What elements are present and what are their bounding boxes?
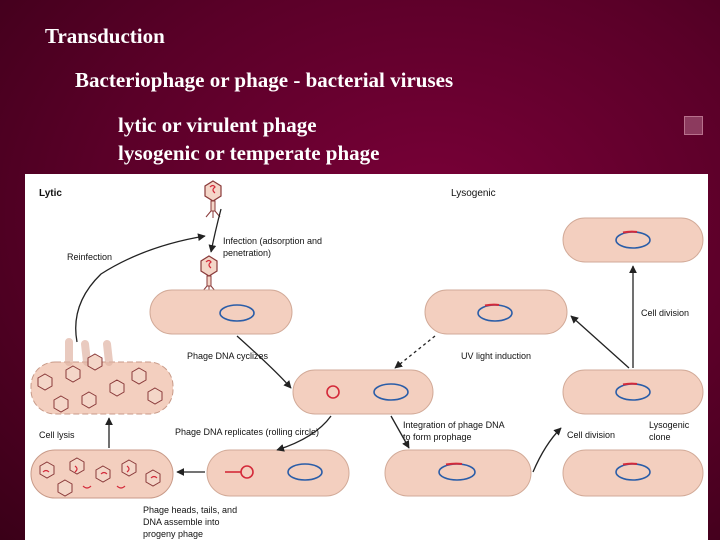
slide-title: Transduction [45,24,165,48]
cell-division-bottom-arrow [532,427,562,473]
slide-corner-square [684,116,703,135]
lysogenic-clone-label-line1: Lysogenic [649,420,690,430]
prophage-segment-icon-4 [445,462,463,466]
integration-arrow [390,415,410,449]
integration-label-line1: Integration of phage DNA [403,420,505,430]
infection-label-line2: penetration) [223,248,271,258]
lysogenic-label: Lysogenic [451,188,496,199]
cyclized-cell [292,369,434,415]
lysogenic-clone-label-line2: clone [649,432,671,442]
phage-dna-replicates-label: Phage DNA replicates (rolling circle) [175,427,319,437]
prophage-segment-icon-3 [484,303,500,307]
bacterial-chromosome-icon-3 [287,463,323,481]
infection-label-line1: Infection (adsorption and [223,236,322,246]
integration-label-line2: to form prophage [403,432,472,442]
progeny-phages-assembly [39,457,161,497]
lytic-label: Lytic [39,188,62,199]
lysogen-cell-upper-middle [424,289,568,335]
lysogen-cell-bottom [562,449,704,497]
progeny-phages-lysis [37,353,163,413]
bacterial-chromosome-icon [219,304,255,322]
prophage-cell [384,449,532,497]
bacterial-chromosome-icon-2 [373,383,409,401]
prophage-segment-icon-5 [622,462,638,466]
phage-life-cycle-diagram: Lytic Lysogenic Reinfection Infection (a… [25,174,708,540]
slide-subtitle: Bacteriophage or phage - bacterial virus… [75,68,454,92]
bullet-lytic: lytic or virulent phage [118,113,317,137]
cyclized-phage-dna-icon [326,385,340,399]
lysogen-to-middle-arrow [570,315,630,369]
lysogen-cell-middle [562,369,704,415]
replicate-arrow [276,415,332,452]
cyclize-arrow [236,335,292,389]
uv-induction-arrow [394,335,436,369]
uv-light-induction-label: UV light induction [461,351,531,361]
cell-lysis-label: Cell lysis [39,430,75,440]
lysing-cell [30,361,174,415]
assemble-label-line2: DNA assemble into [143,517,220,527]
cell-division-bottom-label: Cell division [567,430,615,440]
prophage-segment-icon-1 [622,230,638,234]
phage-dna-cyclizes-label: Phage DNA cyclizes [187,351,269,361]
reinfection-label: Reinfection [67,252,112,262]
cell-division-top-label: Cell division [641,308,689,318]
reinfection-arrow [75,233,206,343]
lysogen-cell-top [562,217,704,263]
cell-burst-icon [65,338,113,366]
assemble-label-line1: Phage heads, tails, and [143,505,237,515]
assemble-label-line3: progeny phage [143,529,203,539]
bullet-lysogenic: lysogenic or temperate phage [118,141,380,165]
infection-arrow [208,208,222,253]
replicating-cell [206,449,350,497]
infected-cell [149,289,293,335]
prophage-segment-icon-2 [622,382,638,386]
phage-dna-fragments-icon [42,465,158,489]
